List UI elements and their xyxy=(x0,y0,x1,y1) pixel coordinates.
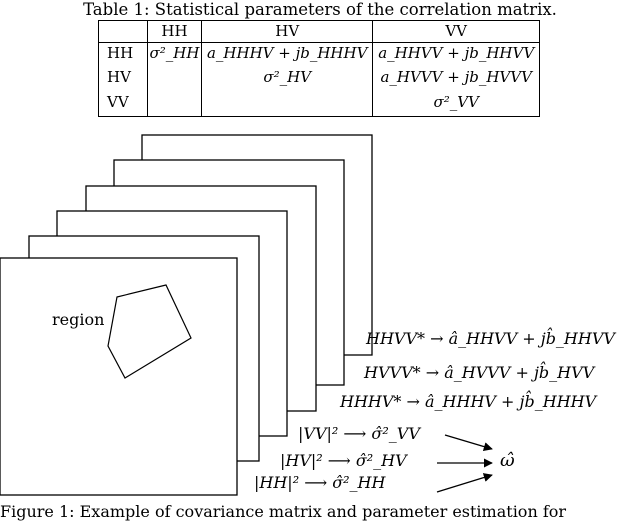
estimate-hhvv: HHVV* → â_HHVV + jb̂_HHVV xyxy=(366,329,615,348)
table-caption: Table 1: Statistical parameters of the c… xyxy=(83,0,557,19)
cell-hv-hv: σ²_HV xyxy=(201,67,374,92)
estimate-hh-rhs: σ̂²_HH xyxy=(332,473,386,492)
estimate-hvvv-rhs: â_HVVV + jb̂_HVV xyxy=(444,363,595,382)
estimate-hvvv: HVVV* → â_HVVV + jb̂_HVV xyxy=(364,363,595,382)
table-header-row: HH HV VV xyxy=(98,19,540,44)
header-hv: HV xyxy=(201,19,374,44)
cell-hh-vv: a_HHVV + jb_HHVV xyxy=(372,42,540,68)
estimate-hhvv-lhs: HHVV* xyxy=(366,329,426,348)
row-label-hv: HV xyxy=(98,67,148,92)
estimate-hhhv: HHHV* → â_HHHV + jb̂_HHHV xyxy=(340,392,597,411)
region-label: region xyxy=(52,310,105,329)
estimate-hhhv-lhs: HHHV* xyxy=(340,392,402,411)
table-row: HH σ²_HH a_HHHV + jb_HHHV a_HHVV + jb_HH… xyxy=(98,42,540,68)
estimate-vv-lhs: |VV|² xyxy=(298,424,339,443)
correlation-table: HH HV VV HH σ²_HH a_HHHV + jb_HHHV a_HHV… xyxy=(98,19,540,117)
estimate-hh: |HH|² ⟶ σ̂²_HH xyxy=(254,473,386,492)
estimate-hhhv-rhs: â_HHHV + jb̂_HHHV xyxy=(425,392,597,411)
row-label-vv: VV xyxy=(98,91,148,117)
estimate-hv-rhs: σ̂²_HV xyxy=(355,451,407,470)
omega-symbol: ω̂ xyxy=(500,450,515,471)
estimate-vv-rhs: σ̂²_VV xyxy=(371,424,420,443)
arrow-vv-to-omega xyxy=(444,434,493,452)
arrow-hh-to-omega xyxy=(436,473,493,493)
row-label-hh: HH xyxy=(98,42,148,68)
header-vv: VV xyxy=(372,19,540,44)
estimate-vv: |VV|² ⟶ σ̂²_VV xyxy=(298,424,420,443)
cell-vv-hv xyxy=(201,91,374,117)
omega-estimate: ω̂ xyxy=(500,452,515,470)
cell-hv-vv: a_HVVV + jb_HVVV xyxy=(372,67,540,92)
estimate-hhvv-rhs: â_HHVV + jb̂_HHVV xyxy=(448,329,615,348)
cell-vv-vv: σ²_VV xyxy=(372,91,540,117)
estimate-hv: |HV|² ⟶ σ̂²_HV xyxy=(280,451,407,470)
cell-hh-hv: a_HHHV + jb_HHHV xyxy=(201,42,374,68)
table-row: VV σ²_VV xyxy=(98,91,540,117)
cell-hv-hh xyxy=(146,67,203,92)
region-polygon xyxy=(107,284,192,379)
estimate-hvvv-lhs: HVVV* xyxy=(364,363,421,382)
image-layer-hh xyxy=(0,257,238,496)
estimate-hh-lhs: |HH|² xyxy=(254,473,300,492)
estimate-hv-lhs: |HV|² xyxy=(280,451,323,470)
table-row: HV σ²_HV a_HVVV + jb_HVVV xyxy=(98,67,540,92)
cell-hh-hh: σ²_HH xyxy=(146,42,203,68)
figure-caption-fragment: Figure 1: Example of covariance matrix a… xyxy=(0,502,567,521)
